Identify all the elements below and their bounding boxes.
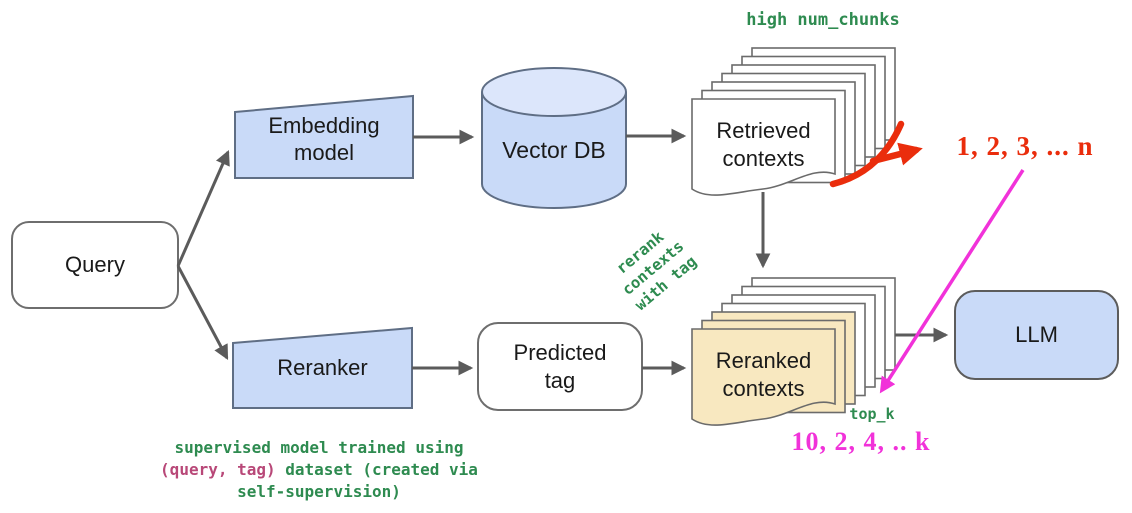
query-box	[11, 221, 179, 309]
retrieved-front-document	[691, 98, 836, 196]
llm-box	[954, 290, 1119, 380]
reranker-footnote: supervised model trained using (query, ta…	[145, 437, 493, 503]
footnote-line3: self-supervision)	[237, 482, 401, 502]
arrow-query-to-reranker	[176, 265, 229, 360]
vector-db-cylinder-top	[481, 67, 627, 117]
reranked-front-document	[691, 328, 836, 426]
footnote-query-tag-highlight: (query, tag)	[160, 460, 276, 480]
arrow-query-to-embedding	[176, 149, 230, 267]
vector-db-cylinder-body	[481, 92, 627, 209]
reranker-box	[232, 326, 413, 409]
footnote-line2-rest: dataset (created via	[275, 460, 478, 480]
red-order-arrow	[869, 142, 923, 166]
magenta-topk-arrow	[879, 169, 1025, 394]
footnote-line1: supervised model trained using	[174, 438, 464, 457]
embedding-model-box	[234, 94, 414, 179]
predicted-tag-box	[477, 322, 643, 411]
retrieved-contexts-stack	[691, 47, 896, 196]
reranked-contexts-stack	[691, 277, 896, 426]
